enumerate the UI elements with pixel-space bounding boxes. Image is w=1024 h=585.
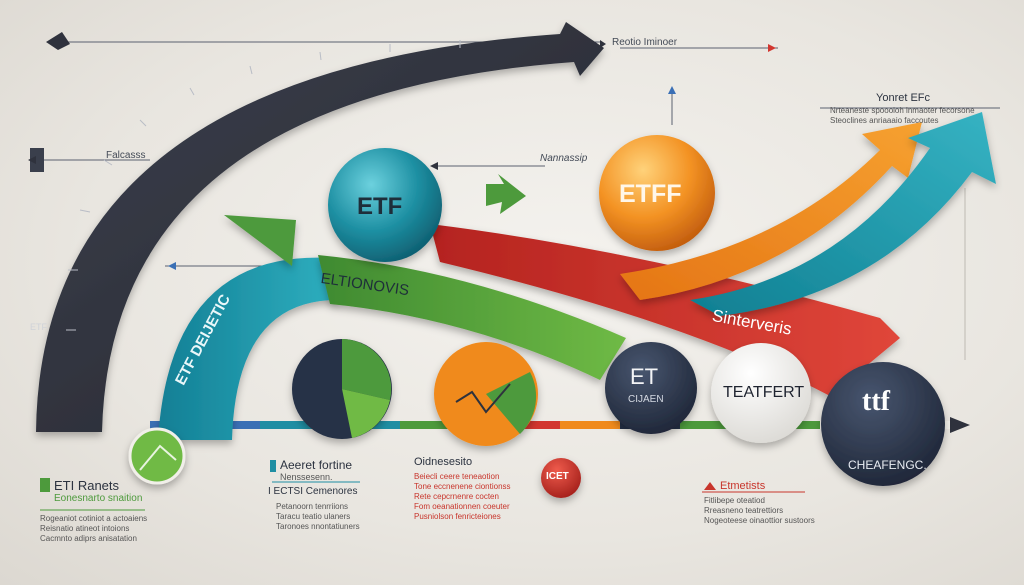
top-right-text-block: Nrteaneste spoooioh lnmaoter fecorsone S…: [830, 106, 1010, 126]
orange-etff-circle: [599, 135, 715, 251]
center-line-5: Pusniolson fenricteiones: [414, 512, 501, 521]
center-line-4: Fom oeanationnen coeuter: [414, 502, 510, 511]
bottom-left-text-block: ETI Ranets Eonesnarto snaition: [54, 478, 142, 504]
bottom-left-lines: Rogeaniot cotiniot a actoaiens Reisnatio…: [40, 514, 190, 544]
left-ticker-label: ETF: [30, 322, 47, 332]
small-green-circle: [128, 427, 186, 485]
center-left-marker-icon: [270, 460, 276, 472]
teal-etf-circle: [328, 148, 442, 262]
red-badge-circle: [541, 458, 581, 498]
dark-arc-arrow: [36, 22, 604, 432]
pie-chart-2: [434, 342, 538, 446]
right-line-3: Nogeoteese oinaottior sustoors: [704, 516, 815, 525]
top-right-line-1: Nrteaneste spoooioh lnmaoter fecorsone: [830, 106, 975, 115]
arc-ticks: [66, 40, 461, 331]
bottom-left-line-3: Cacmnto adiprs anisatation: [40, 534, 137, 543]
center-left-subtitle: Nenssesenn.: [280, 472, 333, 482]
bottom-left-marker-icon: [40, 478, 50, 492]
navy-circle-subtitle: CIJAEN: [628, 394, 664, 405]
big-navy-circle-subtitle: CHEAFENGC.: [848, 458, 927, 472]
green-chevron-arrow: [486, 174, 526, 214]
big-navy-circle-title: ttf: [862, 386, 890, 417]
center-left-lines: Petanoorn tenrriions Taracu teatio ulane…: [276, 502, 396, 532]
bottom-left-subtitle: Eonesnarto snaition: [54, 493, 143, 504]
right-lines: Fitlibepe oteatiod Rreasneno teatrettior…: [704, 496, 854, 526]
red-badge-label: ICET: [546, 471, 569, 482]
navy-circle-title: ET: [630, 364, 659, 389]
middle-arrow-label: Nannassip: [540, 153, 588, 164]
green-ribbon: [318, 255, 626, 380]
center-left-text-block: Aeeret fortine Nenssesenn.: [280, 458, 352, 482]
teal-rising-arrow: [690, 112, 996, 316]
white-teatfert-circle: [711, 343, 811, 443]
green-chevron-left: [224, 215, 296, 266]
center-line-2: Tone eccnenene ciontionss: [414, 482, 511, 491]
top-right-line-2: Steoclines anriaaaio faccoutes: [830, 116, 939, 125]
bottom-left-title: ETI Ranets: [54, 478, 120, 493]
teal-curved-ribbon: [158, 257, 340, 440]
orange-rising-arrow: [620, 122, 922, 300]
green-circle-line-icon: [139, 444, 177, 471]
center-left-title: Aeeret fortine: [280, 458, 353, 472]
top-right-arrow-label: Reotio Iminoer: [612, 37, 678, 48]
left-flag-icon: [30, 148, 44, 172]
center-lines: Beiecli ceere teneaotion Tone eccnenene …: [414, 472, 524, 522]
center-left-item: I ECTSI Cemenores: [268, 486, 358, 497]
left-arrow-label: Falcasss: [106, 150, 146, 161]
white-circle-title: TEATFERT: [723, 384, 805, 401]
navy-et-circle: [605, 342, 697, 434]
right-line-2: Rreasneno teatrettiors: [704, 506, 784, 515]
center-left-line-2: Taracu teatio ulaners: [276, 512, 351, 521]
top-right-corner-label: Yonret EFc: [876, 92, 931, 104]
navy-big-circle: [821, 362, 945, 486]
center-line-3: Rete cepcrnenre cocten: [414, 492, 499, 501]
orange-circle-title: ETFF: [619, 180, 682, 208]
center-left-line-3: Taronoes nnontatiuners: [276, 522, 360, 531]
right-red-arrow-icon: [704, 482, 716, 490]
right-title: Etmetists: [720, 480, 766, 492]
center-left-line-1: Petanoorn tenrriions: [276, 502, 349, 511]
teal-circle-title: ETF: [357, 193, 403, 220]
center-title: Oidnesesito: [414, 456, 473, 468]
bottom-left-line-2: Reisnatio atineot intoions: [40, 524, 130, 533]
center-line-1: Beiecli ceere teneaotion: [414, 472, 500, 481]
right-line-1: Fitlibepe oteatiod: [704, 496, 765, 505]
pie-chart-1: [292, 339, 392, 439]
top-left-arrowhead: [46, 32, 70, 50]
bottom-left-line-1: Rogeaniot cotiniot a actoaiens: [40, 514, 148, 523]
